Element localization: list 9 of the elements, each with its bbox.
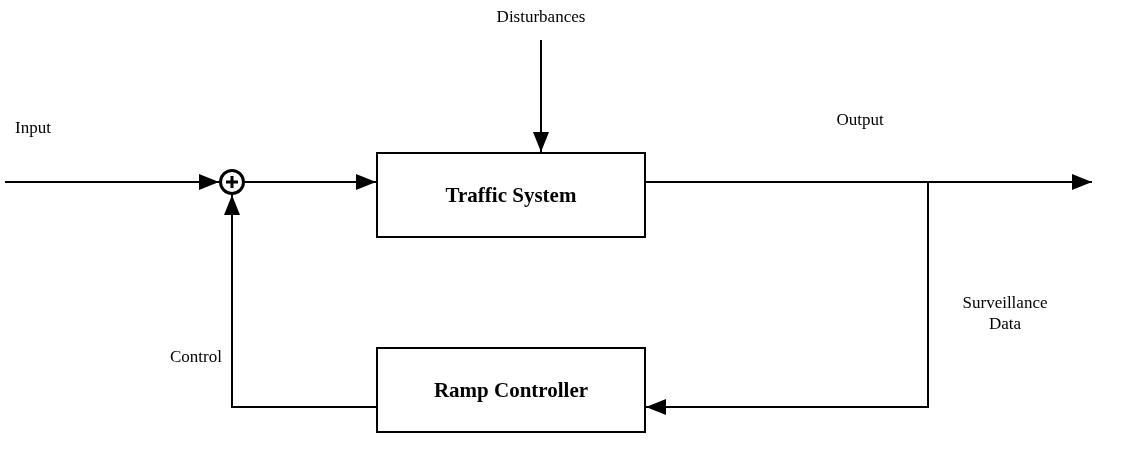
- block-title: Ramp Controller: [433, 377, 589, 403]
- block-box: [376, 152, 646, 238]
- arrow: [4, 174, 220, 190]
- arrow: [244, 174, 377, 190]
- arrow: [645, 181, 929, 415]
- block-box: [376, 347, 646, 433]
- arrow: [533, 39, 549, 153]
- arrow: [224, 194, 377, 408]
- block-title: Traffic System: [445, 182, 577, 208]
